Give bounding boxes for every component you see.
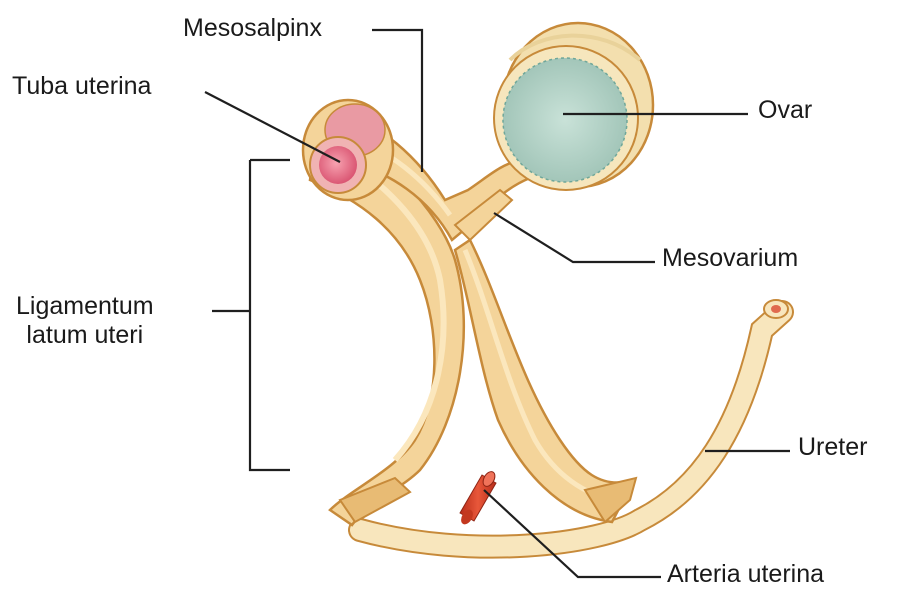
label-ureter: Ureter (798, 433, 867, 462)
label-ligamentum-line1: Ligamentum (16, 292, 154, 321)
label-ligamentum-line2: latum uteri (16, 321, 154, 350)
label-mesosalpinx: Mesosalpinx (183, 14, 322, 43)
label-ovar: Ovar (758, 96, 812, 125)
label-tuba-uterina: Tuba uterina (12, 72, 151, 101)
label-ligamentum-latum-uteri: Ligamentum latum uteri (16, 292, 154, 350)
label-mesovarium: Mesovarium (662, 244, 798, 273)
label-arteria-uterina: Arteria uterina (667, 560, 824, 589)
ovary (494, 23, 653, 190)
ligamentum-bracket (212, 160, 290, 470)
mesovarium-leader (494, 213, 655, 262)
